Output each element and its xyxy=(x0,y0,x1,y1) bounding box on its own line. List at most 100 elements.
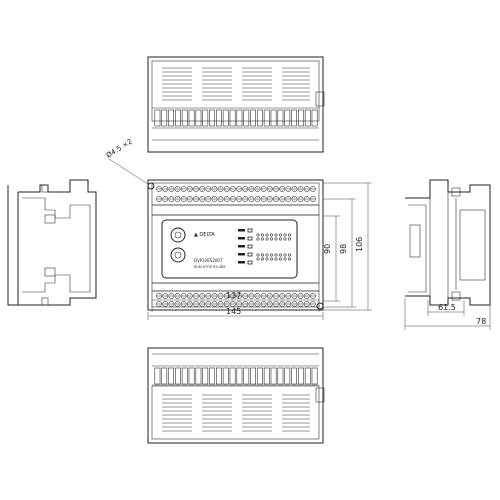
mounting-hole-icon xyxy=(147,182,155,190)
terminal-screw-icon xyxy=(266,186,273,192)
side-dimensions: 61.5 78 xyxy=(404,298,491,330)
terminal-block xyxy=(311,109,318,127)
terminal-screw-icon xyxy=(230,186,236,192)
terminal-screw-icon xyxy=(266,301,273,307)
terminal-screw-icon xyxy=(279,293,286,299)
top-terminal-row xyxy=(154,109,318,127)
io-led xyxy=(274,253,278,257)
terminal-screw-icon xyxy=(279,196,286,202)
terminal-block xyxy=(291,109,298,127)
status-led xyxy=(247,244,253,249)
comm-port-icon xyxy=(170,247,186,263)
terminal-screw-icon xyxy=(180,301,187,307)
io-led xyxy=(287,257,291,261)
terminal-screw-icon xyxy=(248,293,255,299)
terminal-block xyxy=(168,109,174,127)
terminal-block xyxy=(284,367,291,385)
terminal-screw-icon xyxy=(248,301,255,307)
terminal-screw-icon xyxy=(254,196,261,202)
terminal-block xyxy=(229,109,236,127)
terminal-screw-icon xyxy=(186,293,193,299)
terminal-screw-icon xyxy=(230,196,236,202)
terminal-screw-icon xyxy=(186,196,193,202)
terminal-block xyxy=(243,109,250,127)
terminal-screw-icon xyxy=(217,196,224,202)
terminal-block xyxy=(168,367,174,385)
terminal-screw-icon xyxy=(193,196,199,202)
terminal-screw-icon xyxy=(205,186,212,192)
terminal-block xyxy=(195,109,202,127)
io-led xyxy=(269,253,273,257)
io-led xyxy=(265,233,269,237)
terminal-screw-icon xyxy=(156,293,162,299)
terminal-screw-icon xyxy=(156,186,162,192)
terminal-screw-icon xyxy=(266,196,273,202)
status-led-label xyxy=(238,261,245,264)
terminal-screw-icon xyxy=(223,293,230,299)
terminal-screw-icon xyxy=(180,196,187,202)
bottom-terminal-row xyxy=(154,367,318,385)
terminal-screw-icon xyxy=(236,293,242,299)
io-led xyxy=(283,233,287,237)
terminal-screw-icon xyxy=(273,301,279,307)
terminal-screw-icon xyxy=(205,293,212,299)
terminal-block xyxy=(181,109,188,127)
terminal-block xyxy=(291,367,298,385)
terminal-screw-icon xyxy=(162,293,169,299)
terminal-block xyxy=(222,109,229,127)
io-led xyxy=(283,253,287,257)
terminal-screw-icon xyxy=(310,301,316,307)
terminal-screw-icon xyxy=(211,293,218,299)
terminal-block xyxy=(270,367,277,385)
front-dimensions: 137 145 90 98 106 xyxy=(147,182,372,320)
terminal-screw-icon xyxy=(162,186,169,192)
terminal-screw-icon xyxy=(223,301,230,307)
terminal-block xyxy=(154,109,161,127)
terminal-screw-icon xyxy=(303,301,310,307)
status-led xyxy=(247,236,253,241)
io-led xyxy=(269,257,273,261)
bottom-vent-slots xyxy=(162,394,310,432)
terminal-screw-icon xyxy=(248,186,255,192)
io-led xyxy=(287,233,291,237)
terminal-screw-icon xyxy=(303,293,310,299)
terminal-screw-icon xyxy=(186,186,193,192)
io-led xyxy=(256,257,260,261)
status-led-label xyxy=(238,253,245,256)
terminal-screw-icon xyxy=(260,301,267,307)
terminal-screw-icon xyxy=(266,293,273,299)
terminal-screw-icon xyxy=(211,196,218,202)
terminal-screw-icon xyxy=(242,196,249,202)
status-led-label xyxy=(238,237,245,240)
terminal-screw-icon xyxy=(236,301,242,307)
side-depth-dimension: 61.5 xyxy=(438,303,456,312)
io-led-rows xyxy=(256,233,291,261)
terminal-screw-icon xyxy=(180,186,187,192)
status-led xyxy=(247,252,253,257)
terminal-screw-icon xyxy=(217,186,224,192)
status-led xyxy=(247,228,253,233)
terminal-screw-icon xyxy=(248,196,255,202)
terminal-screw-icon xyxy=(285,196,292,202)
bottom-view xyxy=(147,347,325,444)
brand-label: ▲ DELTA xyxy=(194,232,215,238)
terminal-screw-icon xyxy=(205,196,212,202)
terminal-screw-icon xyxy=(162,301,169,307)
terminal-block xyxy=(304,109,311,127)
terminal-screw-icon xyxy=(285,186,292,192)
status-led-column xyxy=(238,228,253,265)
front-lower-terminal-block xyxy=(156,293,316,307)
terminal-screw-icon xyxy=(230,293,236,299)
terminal-block xyxy=(188,109,195,127)
terminal-screw-icon xyxy=(310,186,316,192)
terminal-screw-icon xyxy=(180,293,187,299)
terminal-block xyxy=(202,109,209,127)
terminal-screw-icon xyxy=(254,293,261,299)
terminal-block xyxy=(216,367,222,385)
terminal-screw-icon xyxy=(254,301,261,307)
terminal-screw-icon xyxy=(223,186,230,192)
terminal-block xyxy=(277,367,284,385)
terminal-screw-icon xyxy=(310,196,316,202)
top-vent-slots xyxy=(162,67,310,101)
io-led xyxy=(269,237,273,241)
